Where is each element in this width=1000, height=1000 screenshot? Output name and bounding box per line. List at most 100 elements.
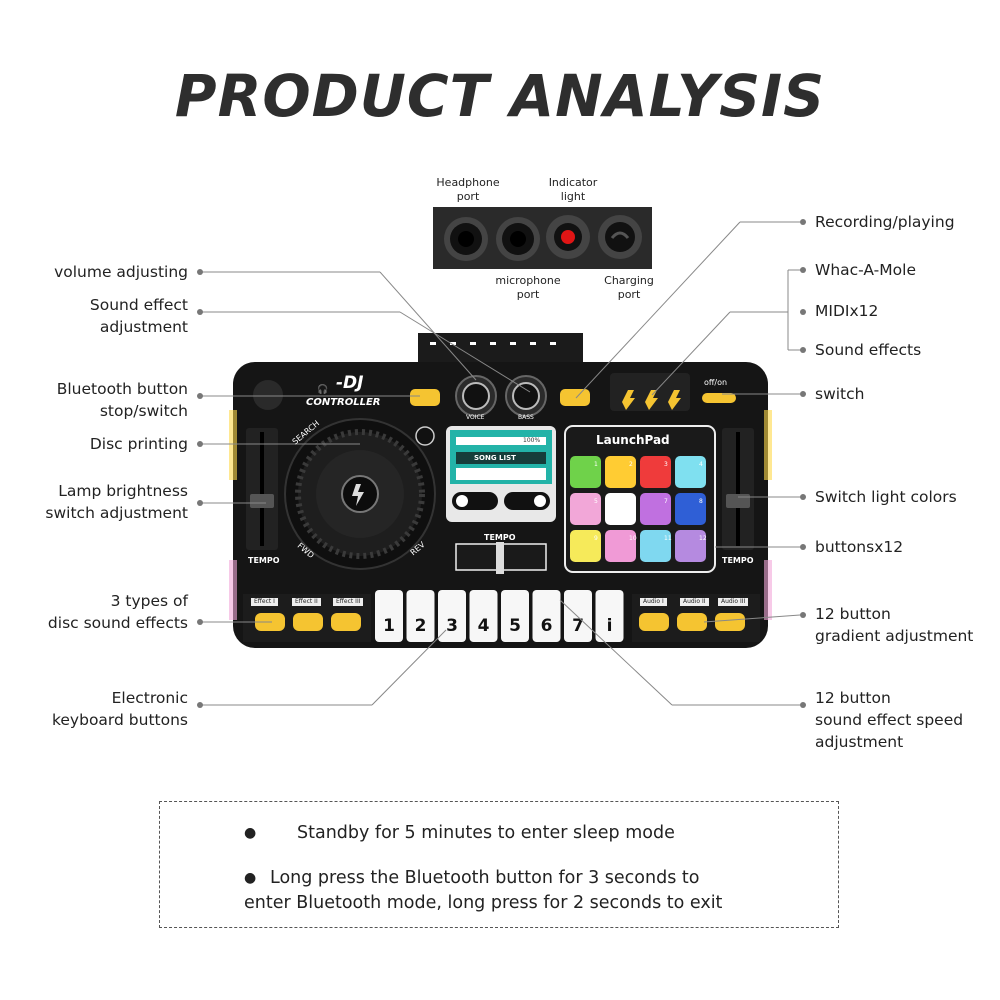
launchpad-pad-number: 5 [594, 498, 598, 505]
label-whac-a-mole: Whac-A-Mole [815, 261, 916, 279]
launchpad-pad-3[interactable] [640, 456, 671, 488]
launchpad-pad-11[interactable] [640, 530, 671, 562]
launchpad-pad-number: 1 [594, 461, 598, 468]
keyboard-key-label: 2 [415, 616, 427, 636]
launchpad-pad-5[interactable] [570, 493, 601, 525]
keyboard-key-label: 5 [509, 616, 521, 636]
dj-controller-device: 🎧 [229, 333, 772, 648]
launchpad-pad-4[interactable] [675, 456, 706, 488]
port-label-indicator: Indicator light [548, 176, 598, 203]
port-label-microphone: microphone port [495, 274, 561, 301]
launchpad-pad-number: 4 [699, 461, 703, 468]
label-switch: switch [815, 385, 865, 403]
label-sound-effect-2: adjustment [99, 318, 188, 336]
audio-2-button[interactable] [677, 613, 707, 631]
label-disc-effects-1: 3 types of [110, 592, 188, 610]
bullet-icon: ● [244, 870, 257, 886]
launchpad-pad-12[interactable] [675, 530, 706, 562]
label-gradient-2: gradient adjustment [815, 627, 974, 645]
audio-2-label: Audio II [680, 598, 709, 606]
note-line-2a: Long press the Bluetooth button for 3 se… [270, 868, 700, 888]
effect-3-button[interactable] [331, 613, 361, 631]
label-speed-3: adjustment [815, 733, 904, 751]
label-speed-2: sound effect speed [815, 711, 964, 729]
percent-label: 100% [523, 437, 541, 444]
launchpad-pad-number: 2 [629, 461, 633, 468]
keyboard-key-label: 6 [541, 616, 553, 636]
label-volume-adjusting: volume adjusting [54, 263, 188, 281]
keyboard-key-label: 1 [383, 616, 395, 636]
launchpad-pad-number: 8 [699, 498, 703, 505]
keyboard-key-1[interactable] [375, 590, 403, 642]
label-switch-light-colors: Switch light colors [815, 488, 957, 506]
notes-box: ● Standby for 5 minutes to enter sleep m… [159, 801, 839, 928]
keyboard-key-5[interactable] [501, 590, 529, 642]
label-sound-effect-1: Sound effect [89, 296, 188, 314]
port-strip [433, 207, 652, 269]
launchpad-pad-number: 10 [629, 535, 637, 542]
note-line-2b: enter Bluetooth mode, long press for 2 s… [244, 893, 723, 913]
label-sound-effects: Sound effects [815, 341, 922, 359]
label-keyboard-2: keyboard buttons [51, 711, 188, 729]
leader-lines [200, 221, 802, 706]
port-label-charging: Charging port [604, 274, 654, 301]
launchpad-pad-number: 7 [664, 498, 668, 505]
label-keyboard-1: Electronic [111, 689, 188, 707]
tempo-left-label: TEMPO [248, 556, 280, 565]
launchpad-pad-10[interactable] [605, 530, 636, 562]
song-list-label: SONG LIST [474, 454, 516, 462]
bass-label: BASS [518, 414, 534, 421]
launchpad-pad-1[interactable] [570, 456, 601, 488]
label-lamp-2: switch adjustment [45, 504, 188, 522]
launchpad-pad-number: 12 [699, 535, 707, 542]
logo-controller: CONTROLLER [306, 397, 381, 408]
tempo-center-label: TEMPO [484, 533, 516, 542]
note-line-1: Standby for 5 minutes to enter sleep mod… [297, 823, 675, 843]
voice-label: VOICE [466, 414, 485, 421]
logo-dj: -DJ [336, 373, 364, 393]
launchpad-pad-9[interactable] [570, 530, 601, 562]
launchpad-pad-number: 11 [664, 535, 672, 542]
effect-2-label: Effect II [292, 598, 321, 606]
label-buttons-x12: buttonsx12 [815, 538, 904, 556]
effect-1-label: Effect I [251, 598, 278, 606]
page-title: PRODUCT ANALYSIS [174, 62, 826, 130]
keyboard-key-label: 7 [572, 616, 584, 636]
label-disc-printing: Disc printing [89, 435, 188, 453]
keyboard-key-8[interactable] [595, 590, 624, 642]
label-midi: MIDIx12 [815, 302, 879, 320]
headphone-port-icon [444, 217, 488, 261]
bullet-icon: ● [244, 825, 257, 841]
microphone-port-icon [496, 217, 540, 261]
charging-port-icon [598, 215, 642, 259]
keyboard-key-2[interactable] [406, 590, 435, 642]
svg-text:🎧: 🎧 [317, 383, 328, 395]
keyboard-key-4[interactable] [469, 590, 498, 642]
audio-1-button[interactable] [639, 613, 669, 631]
effect-3-label: Effect III [333, 598, 364, 606]
label-disc-effects-2: disc sound effects [47, 614, 188, 632]
keyboard-key-3[interactable] [438, 590, 466, 642]
audio-3-label: Audio III [718, 598, 749, 606]
label-lamp-1: Lamp brightness [58, 482, 188, 500]
audio-3-button[interactable] [715, 613, 745, 631]
label-gradient-1: 12 button [815, 605, 891, 623]
launchpad-pad-number: 9 [594, 535, 598, 542]
tempo-right-label: TEMPO [722, 556, 754, 565]
launchpad-pad-6[interactable] [605, 493, 636, 525]
launchpad-pad-number: 3 [664, 461, 668, 468]
label-recording-playing: Recording/playing [815, 213, 955, 231]
launchpad-pad-2[interactable] [605, 456, 636, 488]
launchpad-pad-7[interactable] [640, 493, 671, 525]
launchpad-label: LaunchPad [596, 433, 670, 447]
launchpad-pad-8[interactable] [675, 493, 706, 525]
keyboard-key-7[interactable] [564, 590, 592, 642]
port-label-headphone: Headphone port [436, 176, 500, 203]
keyboard-key-6[interactable] [532, 590, 561, 642]
keyboard-key-label: 3 [446, 616, 458, 636]
effect-2-button[interactable] [293, 613, 323, 631]
keyboard-key-label: 4 [478, 616, 490, 636]
indicator-light-icon [546, 215, 590, 259]
label-speed-1: 12 button [815, 689, 891, 707]
